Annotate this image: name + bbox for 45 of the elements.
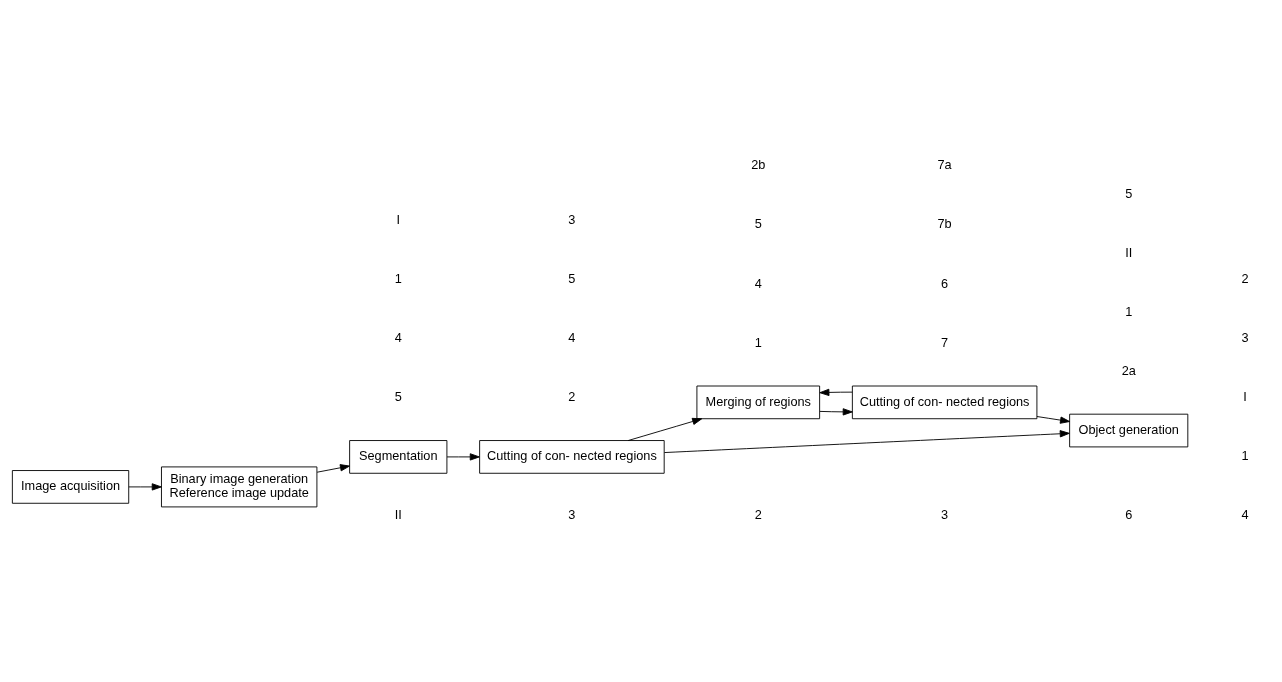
label: 1 — [1241, 448, 1249, 464]
node-box: Cutting of con- nected regions — [851, 385, 1038, 420]
label: II — [1125, 244, 1133, 260]
label: 1 — [394, 271, 402, 286]
node-box: Image acquisition — [11, 470, 130, 504]
arrow — [128, 483, 162, 491]
label: 2 — [1241, 271, 1249, 286]
node-box: Binary image generation Reference image update — [161, 466, 318, 508]
node-box: Segmentation — [349, 440, 448, 474]
label: 2 — [568, 389, 576, 405]
arrow — [819, 408, 853, 416]
label: 5 — [394, 389, 402, 405]
label: I — [1243, 389, 1247, 405]
label: 7a — [937, 157, 952, 173]
arrow — [664, 430, 1070, 453]
label: 4 — [394, 330, 402, 346]
label: 2 — [754, 507, 762, 523]
label: 2b — [751, 157, 766, 173]
arrow — [1036, 416, 1071, 424]
label: 4 — [754, 275, 762, 291]
label: 1 — [1125, 303, 1133, 319]
label: 3 — [941, 507, 949, 523]
label: 2a — [1121, 362, 1136, 378]
label: 5 — [568, 271, 576, 286]
arrow — [627, 417, 703, 441]
arrow — [316, 464, 350, 473]
label: 6 — [1125, 507, 1133, 523]
label: II — [394, 507, 402, 523]
node-box: Cutting of con- nected regions — [479, 440, 665, 474]
arrow — [446, 453, 480, 461]
label: 5 — [754, 216, 762, 232]
node-box: Object generation — [1069, 413, 1189, 448]
label: 6 — [941, 275, 949, 291]
label: I — [396, 211, 401, 227]
label: 3 — [568, 507, 576, 523]
label: 4 — [1241, 507, 1249, 523]
node-box: Merging of regions — [696, 385, 821, 420]
label: 7 — [941, 334, 949, 350]
label: 1 — [754, 334, 762, 350]
label: 3 — [568, 211, 576, 227]
label: 7b — [937, 216, 952, 232]
label: 5 — [1125, 185, 1133, 201]
label: 4 — [568, 330, 576, 346]
arrow — [819, 388, 853, 397]
label: 3 — [1241, 330, 1249, 346]
